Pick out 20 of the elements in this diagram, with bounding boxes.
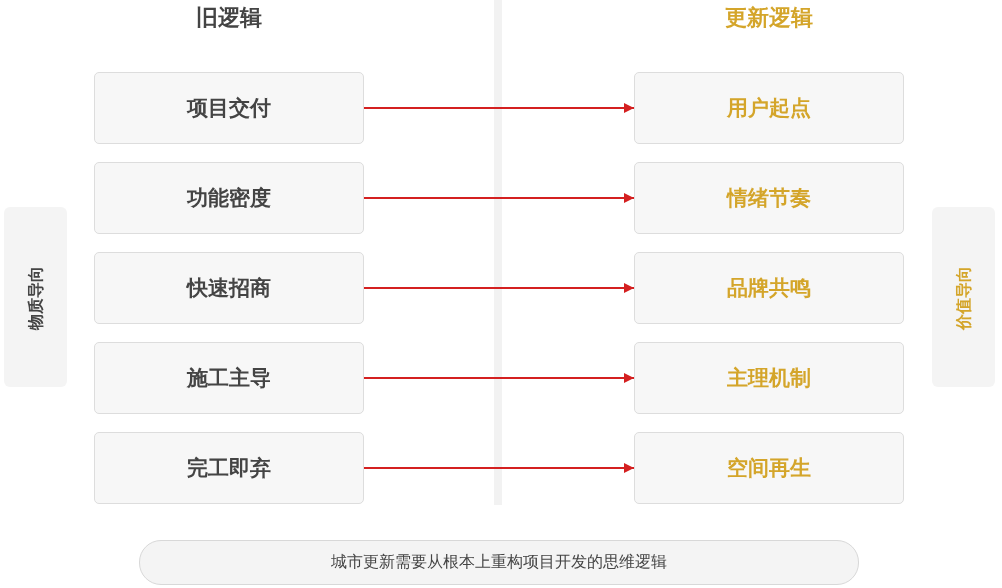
arrow <box>363 373 635 383</box>
side-band: 价值导向 <box>932 207 995 387</box>
logic-box: 施工主导 <box>94 342 364 414</box>
logic-box: 情绪节奏 <box>634 162 904 234</box>
logic-box: 功能密度 <box>94 162 364 234</box>
logic-box: 用户起点 <box>634 72 904 144</box>
arrow <box>363 283 635 293</box>
column-heading: 旧逻辑 <box>196 4 262 32</box>
logic-box: 快速招商 <box>94 252 364 324</box>
column-heading: 更新逻辑 <box>725 4 813 32</box>
arrow <box>363 193 635 203</box>
logic-box: 空间再生 <box>634 432 904 504</box>
caption-band: 城市更新需要从根本上重构项目开发的思维逻辑 <box>139 540 859 585</box>
side-band: 物质导向 <box>4 207 67 387</box>
logic-box: 项目交付 <box>94 72 364 144</box>
logic-box: 主理机制 <box>634 342 904 414</box>
logic-box: 品牌共鸣 <box>634 252 904 324</box>
arrow <box>363 103 635 113</box>
logic-box: 完工即弃 <box>94 432 364 504</box>
arrow <box>363 463 635 473</box>
